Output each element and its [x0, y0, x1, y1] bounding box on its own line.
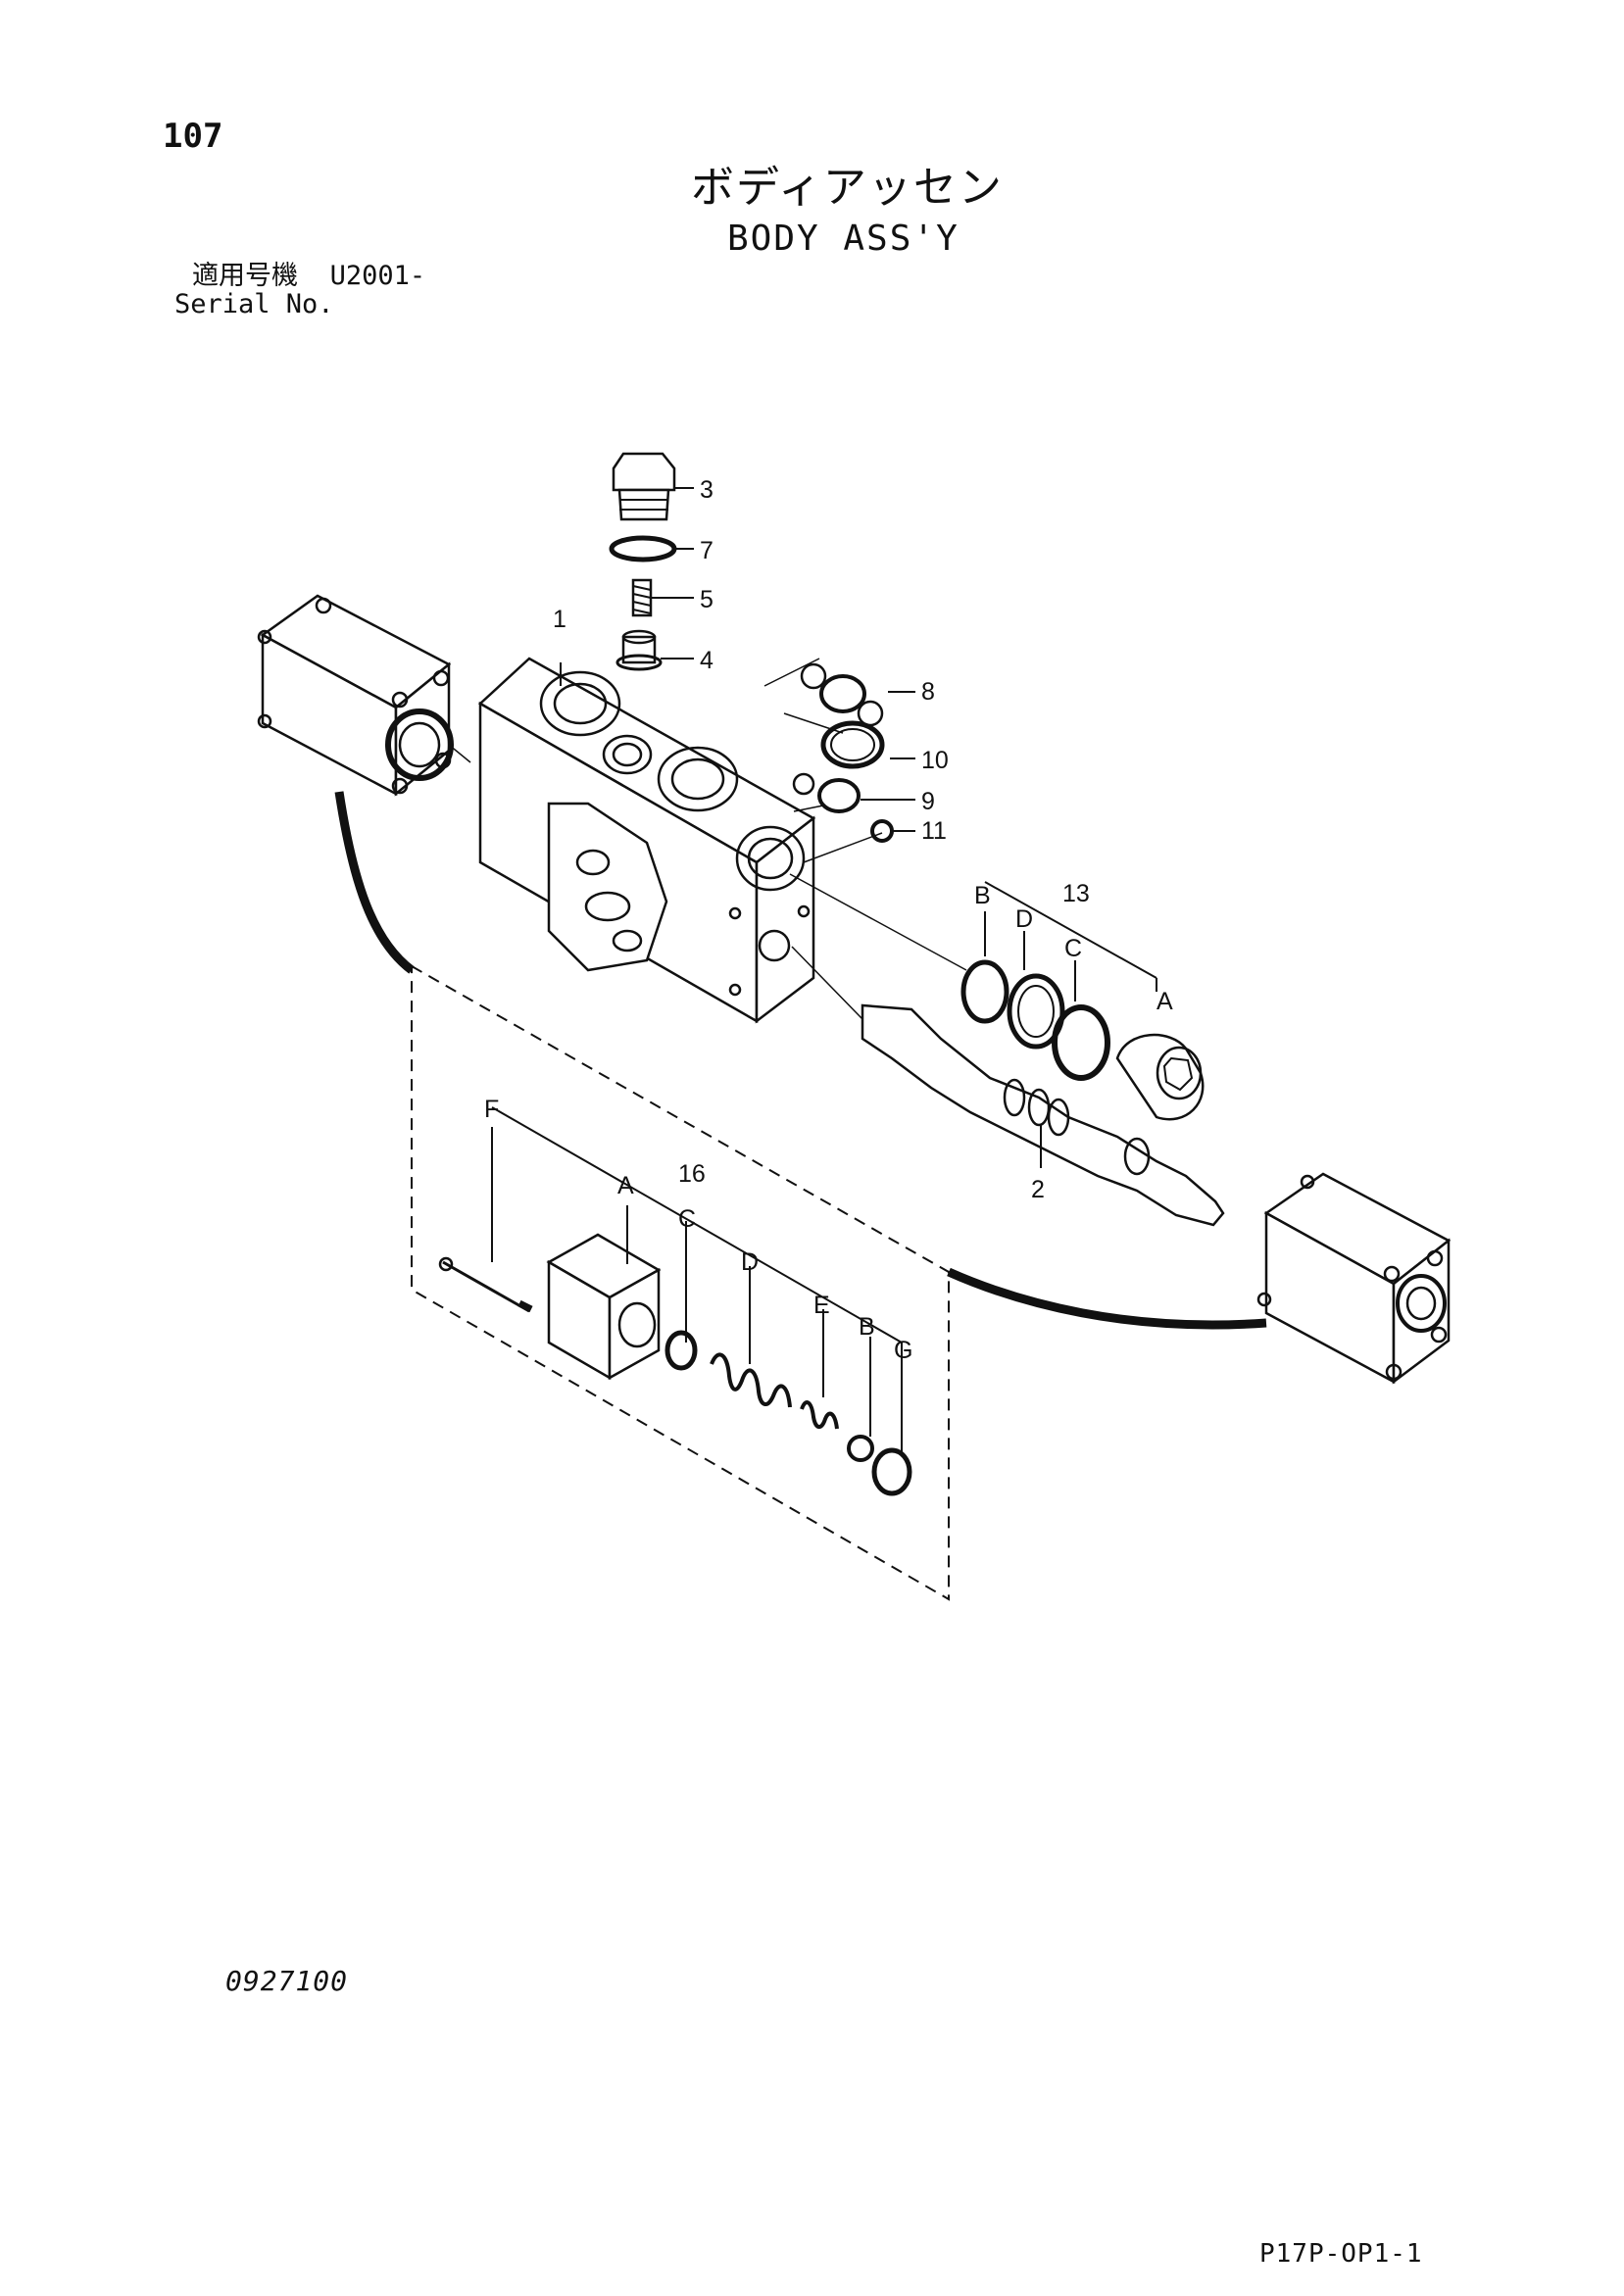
kit16-letter-d: D: [741, 1248, 759, 1276]
seal-group: [792, 662, 894, 843]
callout-11: 11: [921, 817, 947, 845]
page-number: 107: [163, 117, 223, 156]
kit13-letter-c: C: [1064, 935, 1082, 962]
callout-8: 8: [921, 678, 935, 706]
kit16-letter-f: F: [484, 1096, 499, 1123]
callout-9: 9: [921, 788, 935, 815]
sheet-code: P17P-OP1-1: [1259, 2239, 1423, 2269]
kit13-letter-d: D: [1015, 905, 1033, 933]
serial-value: U2001-: [329, 261, 426, 291]
left-end-cap: [257, 594, 454, 797]
plug-part: [612, 452, 676, 521]
kit16-letter-b: B: [859, 1313, 875, 1341]
title-japanese: ボディアッセン: [691, 163, 1004, 213]
callout-16: 16: [678, 1160, 706, 1188]
serial-label-english: Serial No.: [174, 289, 334, 319]
callout-2: 2: [1031, 1176, 1045, 1203]
leader-lines: [491, 487, 1157, 1452]
kit13-letter-a: A: [1156, 988, 1173, 1015]
spool-part: [861, 1003, 1225, 1227]
callout-10: 10: [921, 747, 949, 774]
callout-3: 3: [700, 476, 714, 504]
kit16-letter-c: C: [678, 1205, 696, 1233]
callout-labels: 3 7 5 4 1 8 10 9 11 13 B D C A 2 16 F A …: [484, 476, 1173, 1364]
small-spring: [631, 578, 653, 617]
kit16-letter-a: A: [617, 1172, 634, 1199]
kit-16-dashed-frame: [411, 965, 950, 1601]
kit-13-seals: [960, 959, 1110, 1081]
serial-label-japanese: 適用号機 U2001-: [192, 263, 425, 289]
kit-16-parts: [438, 1233, 912, 1496]
serial-label: 適用号機: [192, 261, 298, 291]
kit13-letter-b: B: [974, 882, 991, 909]
title-english: BODY ASS'Y: [727, 219, 960, 259]
callout-1: 1: [553, 606, 566, 633]
right-end-cap: [1256, 1172, 1452, 1385]
poppet-part: [615, 629, 663, 671]
drawing-number: 0927100: [225, 1965, 349, 1997]
projection-lines: [448, 658, 967, 1020]
callout-4: 4: [700, 647, 714, 674]
o-ring-seal: [609, 535, 677, 562]
kit16-letter-g: G: [894, 1337, 912, 1364]
callout-7: 7: [700, 537, 714, 564]
valve-body: [477, 657, 816, 1024]
kit-13-plug: [1115, 1033, 1205, 1121]
kit16-letter-e: E: [813, 1292, 830, 1319]
callout-13: 13: [1062, 880, 1090, 907]
callout-5: 5: [700, 586, 714, 613]
